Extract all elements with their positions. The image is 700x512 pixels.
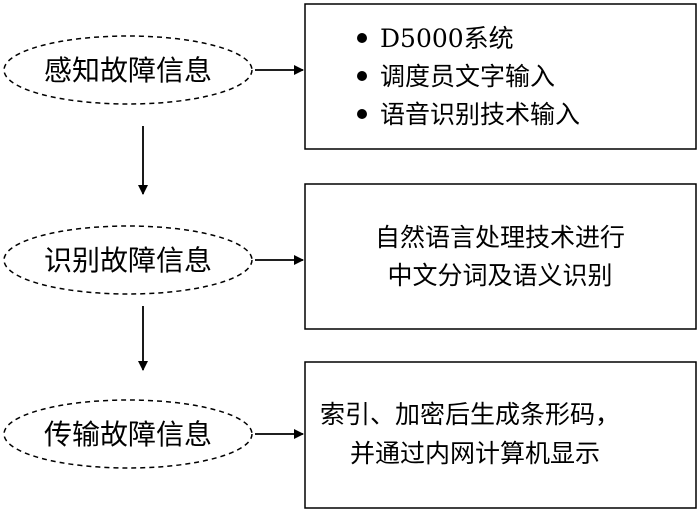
box-perceive-line-3: 语音识别技术输入 bbox=[380, 100, 580, 129]
ellipse-perceive bbox=[3, 35, 253, 105]
bullet-3 bbox=[357, 109, 367, 119]
ellipse-perceive-label: 感知故障信息 bbox=[44, 54, 212, 87]
box-perceive-line-2: 调度员文字输入 bbox=[380, 62, 555, 91]
bullet-1 bbox=[357, 33, 367, 43]
box-identify bbox=[304, 183, 697, 330]
box-transmit-line-2: 并通过内网计算机显示 bbox=[350, 439, 600, 468]
ellipse-identify bbox=[3, 225, 253, 295]
step-identify: 识别故障信息 自然语言处理技术进行 中文分词及语义识别 bbox=[3, 183, 697, 330]
step-perceive: 感知故障信息 D5000系统 调度员文字输入 语音识别技术输入 bbox=[3, 3, 697, 150]
box-transmit-line-1: 索引、加密后生成条形码， bbox=[320, 400, 620, 429]
box-identify-line-1: 自然语言处理技术进行 bbox=[375, 223, 625, 252]
ellipse-transmit bbox=[3, 399, 253, 469]
box-perceive bbox=[304, 3, 697, 150]
ellipse-identify-label: 识别故障信息 bbox=[44, 244, 212, 277]
ellipse-transmit-label: 传输故障信息 bbox=[44, 418, 212, 451]
box-transmit bbox=[304, 361, 697, 509]
box-perceive-line-1: D5000系统 bbox=[380, 24, 514, 53]
box-identify-line-2: 中文分词及语义识别 bbox=[387, 261, 612, 290]
step-transmit: 传输故障信息 索引、加密后生成条形码， 并通过内网计算机显示 bbox=[3, 361, 697, 509]
bullet-2 bbox=[357, 71, 367, 81]
